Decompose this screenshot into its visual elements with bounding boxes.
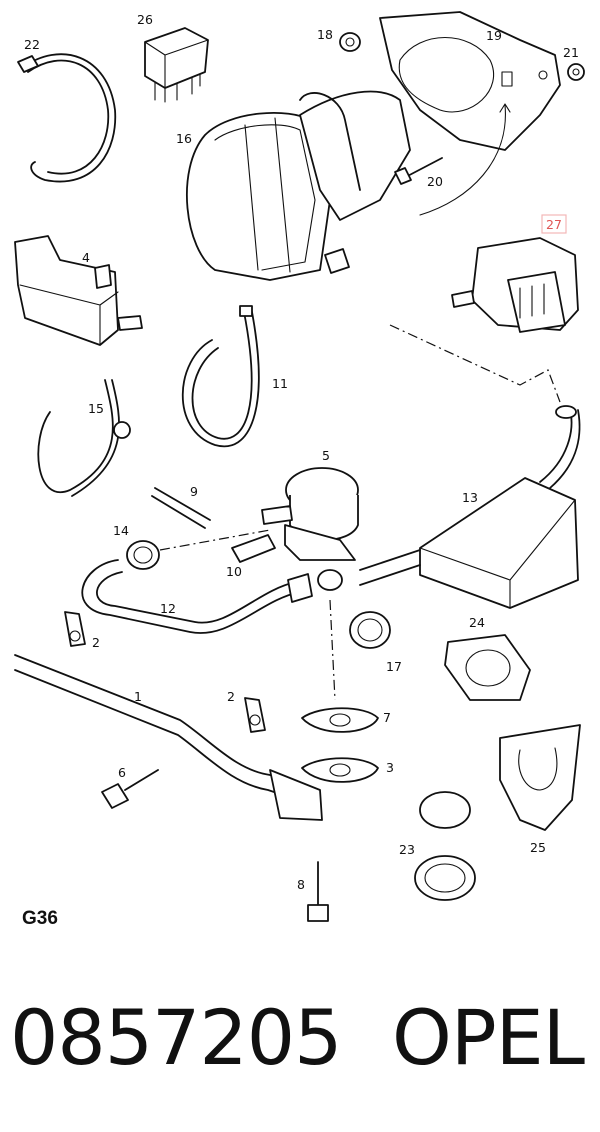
check-valve-part-5[interactable] — [261, 467, 359, 561]
reservoir-part-13[interactable] — [317, 405, 581, 609]
gasket-part-7[interactable] — [301, 707, 379, 733]
callout-5: 5 — [322, 448, 330, 463]
bracket-part-19[interactable] — [379, 11, 561, 151]
callout-22: 22 — [24, 37, 40, 52]
vacuum-valve-part-4[interactable] — [14, 235, 143, 346]
sheet-code: G36 — [22, 908, 58, 929]
callout-6: 6 — [118, 765, 126, 780]
callout-24: 24 — [469, 615, 485, 630]
callout-18: 18 — [317, 27, 333, 42]
exploded-parts-diagram: 1 2 2 3 4 5 6 7 8 9 10 11 12 13 14 15 16… — [14, 11, 585, 929]
bracket-part-25[interactable] — [499, 724, 581, 831]
nut-part-21[interactable] — [567, 63, 585, 81]
air-pump-part-16[interactable] — [186, 90, 411, 281]
bolt-part-6[interactable] — [101, 769, 159, 809]
callout-9: 9 — [190, 484, 198, 499]
clamp-part-23[interactable] — [414, 791, 476, 901]
brand-name: OPEL — [392, 993, 585, 1082]
callout-10: 10 — [226, 564, 242, 579]
callout-12: 12 — [160, 601, 176, 616]
callout-2b: 2 — [227, 689, 235, 704]
stud-part-20[interactable] — [394, 157, 443, 185]
callout-13: 13 — [462, 490, 478, 505]
gasket-part-2-upper[interactable] — [64, 611, 86, 647]
cable-tie-part-11[interactable] — [181, 305, 260, 448]
callout-2a: 2 — [92, 635, 100, 650]
pipe-part-1[interactable] — [14, 654, 323, 821]
footer: 0857205 OPEL — [0, 988, 600, 1098]
callout-20: 20 — [427, 174, 443, 189]
strap-part-22[interactable] — [17, 53, 117, 183]
callout-16: 16 — [176, 131, 192, 146]
bolt-part-8[interactable] — [307, 861, 329, 922]
callout-1: 1 — [134, 689, 142, 704]
callout-26: 26 — [137, 12, 153, 27]
hose-clip-part-15[interactable] — [37, 379, 131, 497]
gasket-part-3[interactable] — [301, 757, 379, 783]
clamp-part-14[interactable] — [126, 540, 160, 570]
callout-19: 19 — [486, 28, 502, 43]
hose-part-9[interactable] — [151, 487, 211, 529]
nut-part-18[interactable] — [339, 32, 361, 52]
callout-3: 3 — [386, 760, 394, 775]
callout-27: 27 — [546, 217, 562, 232]
callout-25: 25 — [530, 840, 546, 855]
callout-15: 15 — [88, 401, 104, 416]
callout-14: 14 — [113, 523, 129, 538]
callout-4: 4 — [82, 250, 90, 265]
part-number: 0857205 — [10, 993, 342, 1082]
callout-11: 11 — [272, 376, 288, 391]
callout-8: 8 — [297, 877, 305, 892]
callout-7: 7 — [383, 710, 391, 725]
callout-23: 23 — [399, 842, 415, 857]
solenoid-valve-part-27[interactable] — [451, 237, 579, 333]
connection-lines — [159, 103, 561, 701]
clamp-part-17[interactable] — [349, 611, 391, 649]
bracket-part-24[interactable] — [444, 634, 531, 701]
relay-part-26[interactable] — [144, 27, 209, 103]
callout-21: 21 — [563, 45, 579, 60]
gasket-part-2-lower[interactable] — [244, 697, 266, 733]
callout-17: 17 — [386, 659, 402, 674]
hose-part-12[interactable] — [81, 559, 313, 634]
hose-part-10[interactable] — [231, 534, 276, 563]
callout-27-highlight-box — [541, 214, 567, 234]
